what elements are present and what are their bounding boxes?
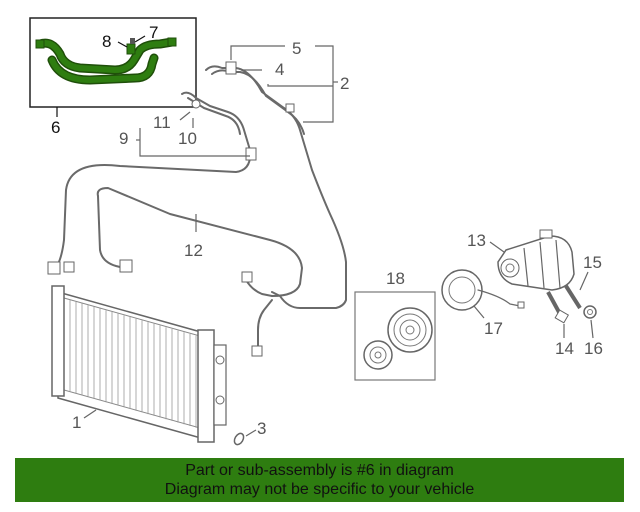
callout-2[interactable]: 2	[340, 74, 349, 93]
callout-10[interactable]: 10	[178, 129, 197, 148]
ac-line-part-9[interactable]	[47, 91, 257, 275]
callout-18[interactable]: 18	[386, 269, 405, 288]
callout-12[interactable]: 12	[184, 241, 203, 260]
banner-line-2: Diagram may not be specific to your vehi…	[164, 481, 475, 498]
callout-labels: 1 2 3 4 5 6 7 8 9 10 11 12 13 14 15 16 1…	[51, 23, 603, 438]
compressor-part-13[interactable]	[497, 229, 575, 291]
callout-13[interactable]: 13	[467, 231, 486, 250]
callout-8[interactable]: 8	[102, 32, 111, 51]
clutch-coil-part-17[interactable]	[441, 269, 525, 311]
parts-diagram: 1 2 3 4 5 6 7 8 9 10 11 12 13 14 15 16 1…	[29, 17, 603, 446]
ac-line-part-12[interactable]	[96, 187, 303, 297]
info-banner: Part or sub-assembly is #6 in diagram Di…	[15, 458, 624, 502]
callout-7[interactable]: 7	[149, 23, 158, 42]
callout-11[interactable]: 11	[153, 113, 171, 132]
callout-9[interactable]: 9	[119, 129, 128, 148]
banner-line-1: Part or sub-assembly is #6 in diagram	[185, 462, 454, 479]
part-6-inset[interactable]	[29, 17, 197, 117]
callout-1[interactable]: 1	[72, 413, 81, 432]
callout-16[interactable]: 16	[584, 339, 603, 358]
condenser-fins	[69, 300, 197, 428]
callout-15[interactable]: 15	[583, 253, 602, 272]
o-ring-part-3[interactable]	[233, 432, 246, 446]
callout-3[interactable]: 3	[257, 419, 266, 438]
part-6-hose-highlight[interactable]	[35, 37, 177, 85]
ac-line-part-2[interactable]	[205, 61, 347, 309]
condenser-part-1[interactable]	[51, 285, 227, 443]
bolt-part-14[interactable]	[546, 291, 570, 324]
washer-part-16[interactable]	[583, 305, 597, 319]
callout-6[interactable]: 6	[51, 118, 60, 137]
bolt-part-15[interactable]	[564, 284, 582, 310]
callout-4[interactable]: 4	[275, 60, 284, 79]
leader-lines	[83, 45, 594, 437]
condenser-pipe[interactable]	[251, 299, 273, 357]
callout-17[interactable]: 17	[484, 319, 503, 338]
callout-5[interactable]: 5	[292, 39, 301, 58]
callout-14[interactable]: 14	[555, 339, 574, 358]
clutch-kit-part-18[interactable]	[354, 291, 436, 381]
